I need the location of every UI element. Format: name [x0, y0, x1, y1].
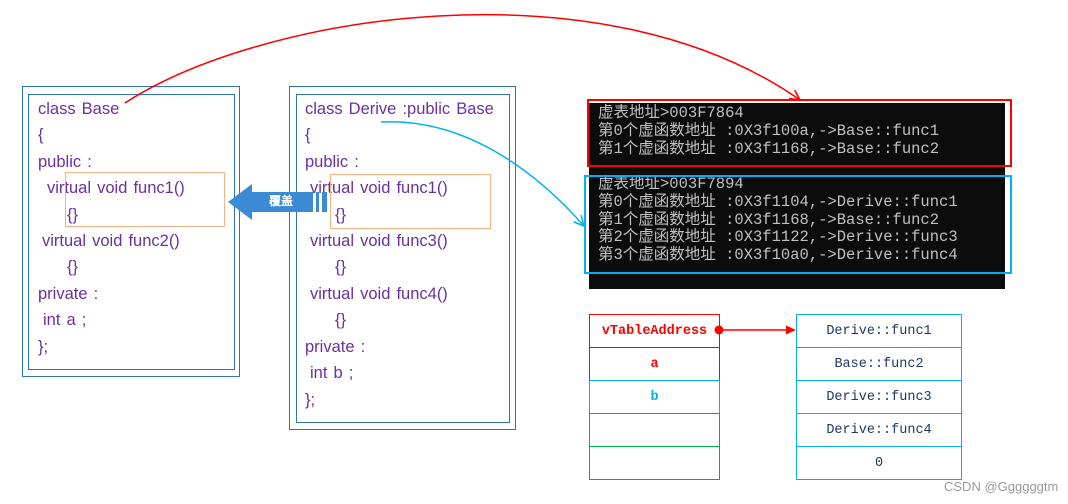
base-func1-declaration: virtual void func1() [47, 179, 185, 198]
base-open-brace: { [38, 126, 44, 145]
derive-vtable-entry: 第2个虚函数地址 :0X3f1122,->Derive::func3 [598, 228, 958, 247]
vtable-terminator: 0 [796, 446, 962, 480]
base-vtable-output: 虚表地址>003F7864 第0个虚函数地址 :0X3f100a,->Base:… [598, 104, 940, 158]
override-label: 覆盖 [268, 194, 293, 208]
object-layout-empty-cell [589, 413, 720, 447]
base-vtable-address: 虚表地址>003F7864 [598, 104, 744, 122]
base-vtable-entry: 第0个虚函数地址 :0X3f100a,->Base::func1 [598, 121, 940, 140]
watermark: CSDN @Ggggggtm [944, 479, 1059, 494]
vptr-arrow [714, 325, 796, 335]
object-layout-empty-cell [589, 446, 720, 480]
base-private-label: private : [38, 284, 99, 303]
base-public-label: public : [38, 152, 92, 171]
object-layout-vptr-cell: vTableAddress [589, 314, 720, 348]
vtable-entry: Derive::func4 [796, 413, 962, 447]
base-func2-body: {} [67, 258, 79, 277]
base-class-inner-box: class Base { public : virtual void func1… [27, 93, 235, 370]
base-class-declaration: class Base [38, 99, 120, 118]
derive-close-brace: }; [305, 390, 316, 409]
derive-class-box: class Derive :public Base { public : vir… [289, 86, 516, 430]
derive-private-label: private : [305, 337, 366, 356]
derive-vtable-outline [584, 175, 1012, 274]
derive-func1-body: {} [335, 205, 347, 224]
derive-public-label: public : [305, 152, 359, 171]
base-func2-declaration: virtual void func2() [42, 231, 180, 250]
derive-vtable-entry: 第3个虚函数地址 :0X3f10a0,->Derive::func4 [598, 246, 958, 265]
derive-vtable-output: 虚表地址>003F7894 第0个虚函数地址 :0X3f1104,->Deriv… [598, 175, 958, 265]
derive-vtable-entry: 第1个虚函数地址 :0X3f1168,->Base::func2 [598, 210, 940, 229]
base-func1-body: {} [67, 205, 79, 224]
vtable-entry: Base::func2 [796, 347, 962, 381]
derive-func3-body: {} [335, 258, 347, 277]
derive-func1-highlight [330, 174, 491, 229]
derive-open-brace: { [305, 126, 311, 145]
derive-func3-declaration: virtual void func3() [310, 231, 448, 250]
derive-class-code: class Derive :public Base { public : vir… [297, 96, 509, 413]
derive-vtable-address: 虚表地址>003F7894 [598, 175, 744, 193]
console-output: 虚表地址>003F7864 第0个虚函数地址 :0X3f100a,->Base:… [589, 103, 1005, 289]
derive-member-b: int b ; [310, 364, 354, 383]
base-vtable-entry: 第1个虚函数地址 :0X3f1168,->Base::func2 [598, 139, 940, 158]
derive-func4-declaration: virtual void func4() [310, 284, 448, 303]
base-close-brace: }; [38, 337, 49, 356]
base-vtable-outline [587, 99, 1012, 167]
derive-func4-body: {} [335, 311, 347, 330]
derive-vtable-entry: 第0个虚函数地址 :0X3f1104,->Derive::func1 [598, 192, 958, 211]
object-layout-b-cell: b [589, 380, 720, 414]
derive-class-declaration: class Derive :public Base [305, 99, 494, 118]
base-class-box: class Base { public : virtual void func1… [22, 86, 240, 377]
derive-class-inner-box: class Derive :public Base { public : vir… [295, 93, 510, 423]
base-func1-highlight [65, 172, 225, 227]
vtable-entry: Derive::func1 [796, 314, 962, 348]
base-member-a: int a ; [43, 311, 87, 330]
base-class-code: class Base { public : virtual void func1… [29, 96, 234, 360]
object-layout-a-cell: a [589, 347, 720, 381]
vtable-entry: Derive::func3 [796, 380, 962, 414]
